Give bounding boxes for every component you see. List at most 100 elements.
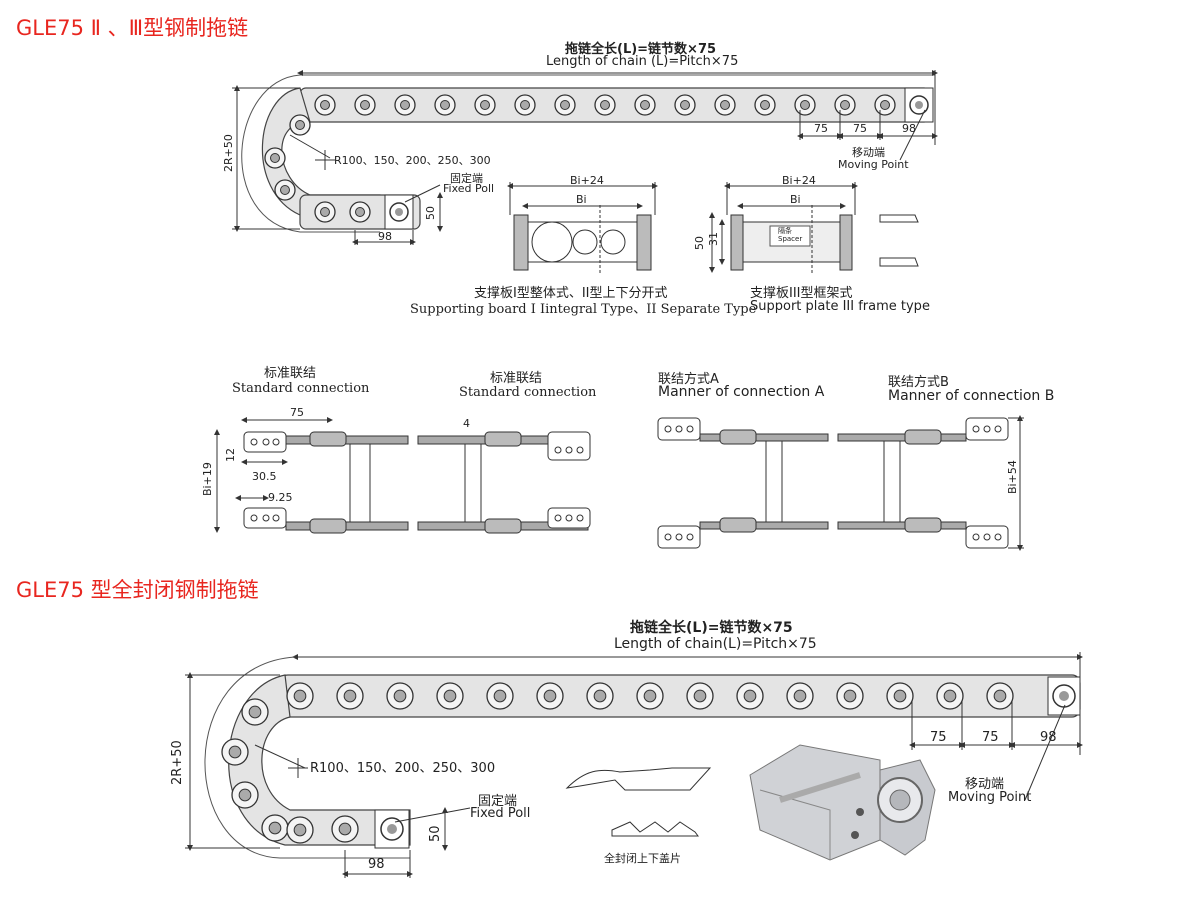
chain-roller-hub — [640, 100, 650, 110]
chain-roller-hub — [400, 100, 410, 110]
chain-roller-hub — [520, 100, 530, 110]
chain-roller-hub — [760, 100, 770, 110]
chain-roller-hub — [355, 207, 365, 217]
s1-dim-31: 31 — [707, 232, 720, 246]
conn-std1-cn: 标准联结 — [264, 366, 317, 381]
s1-spacer-en: Spacer — [778, 235, 803, 243]
chain-roller-hub — [360, 100, 370, 110]
s2-dim-98: 98 — [368, 857, 385, 872]
conn-dim-305: 30.5 — [252, 470, 277, 483]
conn-dim-bi19: Bi+19 — [201, 462, 214, 496]
chain-roller-hub — [593, 689, 607, 703]
chain-roller-hub — [680, 100, 690, 110]
s2-moving-cn: 移动端 — [965, 777, 1005, 792]
chain-roller-hub — [338, 822, 352, 836]
s2-fixed-cn: 固定端 — [478, 794, 518, 809]
conn-dim-12: 12 — [224, 448, 237, 462]
chain-roller-hub — [238, 788, 252, 802]
section2-title: GLE75 型全封闭钢制拖链 — [16, 578, 259, 602]
chain-roller-hub — [800, 100, 810, 110]
conn-a-cn: 联结方式A — [658, 372, 719, 387]
s1-moving-cn: 移动端 — [852, 146, 885, 159]
chain-diagram-1 — [232, 70, 938, 245]
s1-pitch-b: 75 — [853, 122, 867, 135]
conn-b-cn: 联结方式B — [888, 375, 949, 390]
s1-type3-cn: 支撑板III型框架式 — [750, 286, 853, 301]
connection-a — [657, 417, 829, 549]
chain-roller-hub — [270, 153, 280, 163]
chain-roller-hub — [943, 689, 957, 703]
connection-b — [837, 415, 1024, 551]
chain-roller-hub — [693, 689, 707, 703]
s2-fixed-en: Fixed Poll — [470, 806, 531, 821]
s2-dim-50: 50 — [428, 825, 443, 842]
conn-a-en: Manner of connection A — [658, 384, 825, 400]
chain-roller-hub — [480, 100, 490, 110]
s1-end-98: 98 — [902, 122, 916, 135]
s1-bi24-b: Bi+24 — [782, 174, 816, 187]
s1-bi-a: Bi — [576, 193, 587, 206]
conn-dim-75: 75 — [290, 406, 304, 419]
s2-end-98: 98 — [1040, 730, 1057, 745]
connection-standard-2 — [417, 431, 591, 534]
chain-roller-hub — [743, 689, 757, 703]
chain-roller-hub — [393, 689, 407, 703]
chain-roller-hub — [843, 689, 857, 703]
s1-type3-en: Support plate III frame type — [750, 299, 930, 314]
s1-spacer-cn: 隔条 — [778, 227, 792, 235]
cross-section-type12 — [507, 182, 658, 275]
s1-type12-en: Supporting board I Iintegral Type、II Sep… — [410, 302, 757, 317]
cover-profiles — [565, 767, 712, 837]
chain-roller-hub — [880, 100, 890, 110]
chain-roller-hub — [840, 100, 850, 110]
chain-diagram-2 — [185, 652, 1083, 878]
s1-dim-50b: 50 — [693, 236, 706, 250]
chain-roller-hub — [893, 689, 907, 703]
chain-roller-hub — [268, 821, 282, 835]
chain-roller-hub — [320, 100, 330, 110]
chain-roller-hub — [643, 689, 657, 703]
chain-roller-hub — [443, 689, 457, 703]
s2-length-cn: 拖链全长(L)=链节数×75 — [630, 620, 793, 636]
conn-b-en: Manner of connection B — [888, 388, 1055, 404]
section1-title: GLE75 Ⅱ 、Ⅲ型钢制拖链 — [16, 16, 249, 40]
chain-roller-hub — [793, 689, 807, 703]
chain-roller-hub — [440, 100, 450, 110]
chain-roller-hub — [320, 207, 330, 217]
chain-roller-hub — [293, 823, 307, 837]
s2-pitch-b: 75 — [982, 730, 999, 745]
s2-dim-2r50: 2R+50 — [170, 740, 185, 785]
chain-roller-hub — [295, 120, 305, 130]
conn-dim-bi54: Bi+54 — [1006, 460, 1019, 494]
conn-std2-en: Standard connection — [459, 385, 597, 400]
s2-cover-cn: 全封闭上下盖片 — [604, 852, 681, 865]
chain-roller-hub — [543, 689, 557, 703]
connection-standard-1 — [214, 417, 409, 534]
cross-section-type3 — [709, 182, 919, 275]
conn-std2-cn: 标准联结 — [490, 371, 543, 386]
conn-std1-en: Standard connection — [232, 381, 370, 396]
chain-roller-hub — [600, 100, 610, 110]
conn-dim-925: 9.25 — [268, 491, 293, 504]
chain-roller-hub — [993, 689, 1007, 703]
s1-dim-2r50: 2R+50 — [222, 134, 235, 172]
chain-roller-hub — [248, 705, 262, 719]
s1-moving-en: Moving Point — [838, 158, 909, 171]
s2-moving-en: Moving Point — [948, 790, 1032, 805]
s2-radius: R100、150、200、250、300 — [310, 761, 496, 776]
s1-fixed-en: Fixed Poll — [443, 182, 495, 195]
s2-length-en: Length of chain(L)=Pitch×75 — [614, 636, 817, 652]
chain-roller-hub — [493, 689, 507, 703]
s1-fixed-cn: 固定端 — [450, 172, 483, 185]
s1-type12-cn: 支撑板I型整体式、II型上下分开式 — [474, 286, 668, 301]
s1-bi24-a: Bi+24 — [570, 174, 604, 187]
s1-radius: R100、150、200、250、300 — [334, 154, 491, 167]
chain-roller-hub — [228, 745, 242, 759]
s1-length-en: Length of chain (L)=Pitch×75 — [546, 54, 739, 69]
chain-roller-hub — [560, 100, 570, 110]
conn-dim-4: 4 — [463, 417, 470, 430]
chain-roller-hub — [293, 689, 307, 703]
s1-bi-b: Bi — [790, 193, 801, 206]
s1-dim-98: 98 — [378, 230, 392, 243]
